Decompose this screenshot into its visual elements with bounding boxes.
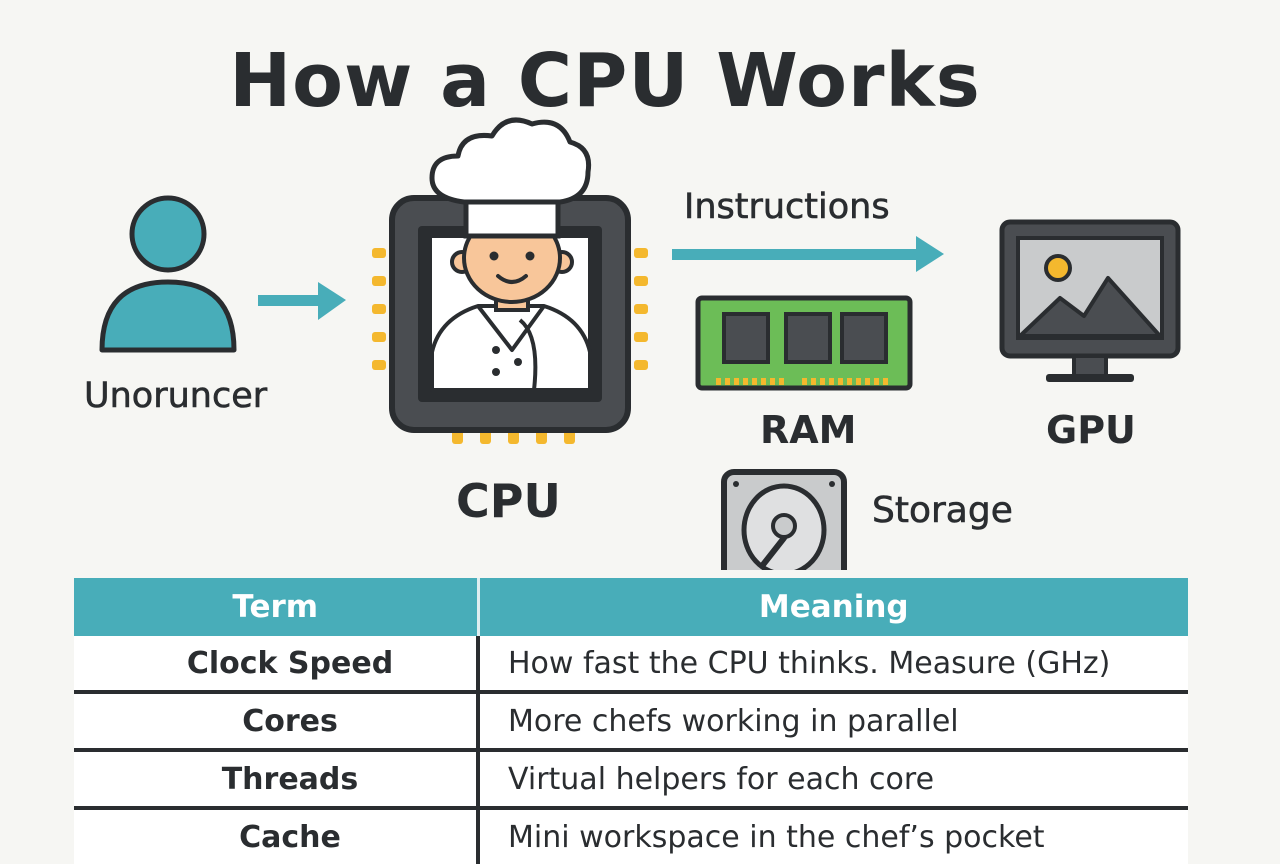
table-row: Cache Mini workspace in the chef’s pocke… xyxy=(74,808,1188,864)
cpu-chef-icon xyxy=(372,117,648,444)
term-cell: Clock Speed xyxy=(74,636,480,694)
cpu-label: CPU xyxy=(456,474,561,528)
meaning-cell: How fast the CPU thinks. Measure (GHz) xyxy=(478,636,1188,694)
table-header-row: Term Meaning xyxy=(74,578,1188,636)
table-row: Clock Speed How fast the CPU thinks. Mea… xyxy=(74,636,1188,694)
table-row: Threads Virtual helpers for each core xyxy=(74,750,1188,810)
ram-icon xyxy=(695,295,913,391)
ram-label: RAM xyxy=(760,408,857,452)
cpu-diagram xyxy=(99,117,1181,570)
page-title: How a CPU Works xyxy=(229,38,981,124)
terms-table: Term Meaning Clock Speed How fast the CP… xyxy=(74,578,1188,864)
user-label: Unoruncer xyxy=(84,376,268,417)
hard-drive-icon xyxy=(721,469,847,570)
meaning-cell: More chefs working in parallel xyxy=(478,692,1188,752)
monitor-icon xyxy=(999,219,1181,382)
instructions-arrow-icon xyxy=(672,236,944,272)
term-cell: Cores xyxy=(74,692,480,752)
gpu-label: GPU xyxy=(1046,408,1136,452)
meaning-cell: Virtual helpers for each core xyxy=(478,750,1188,810)
meaning-cell: Mini workspace in the chef’s pocket xyxy=(478,808,1188,864)
instructions-label: Instructions xyxy=(684,187,890,228)
table-row: Cores More chefs working in parallel xyxy=(74,692,1188,752)
storage-label: Storage xyxy=(872,490,1013,532)
arrow-right-icon xyxy=(258,282,346,320)
term-cell: Cache xyxy=(74,808,480,864)
term-cell: Threads xyxy=(74,750,480,810)
header-term: Term xyxy=(74,578,480,636)
user-icon xyxy=(99,195,237,353)
header-meaning: Meaning xyxy=(478,578,1188,636)
